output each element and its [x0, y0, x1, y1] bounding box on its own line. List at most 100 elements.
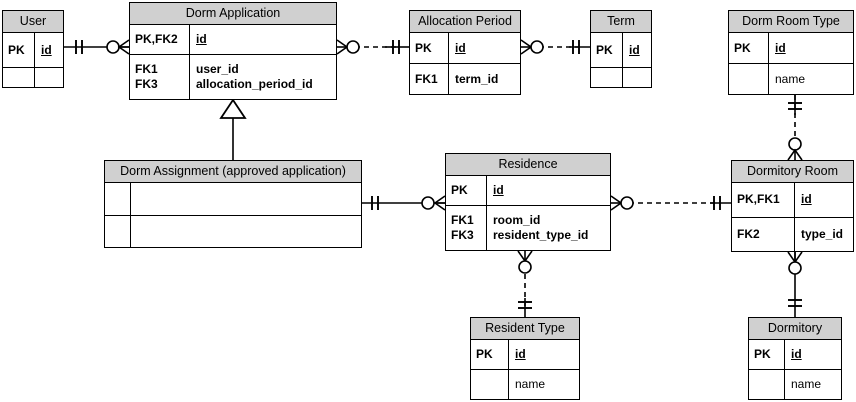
connector-inheritance-dorm-assignment [219, 98, 247, 160]
attribute-label: name [775, 71, 806, 86]
entity-title-residence: Residence [446, 154, 610, 176]
attribute-label: id [196, 32, 207, 47]
key-cell: FK2 [732, 217, 795, 251]
attribute-cell: id [769, 33, 853, 63]
connector-residence-dormitory-room [610, 195, 731, 211]
entity-dorm-assignment[interactable]: Dorm Assignment (approved application) [104, 160, 362, 248]
key-label: PK [754, 347, 771, 362]
key-label: PK [8, 42, 25, 57]
key-cell: PK [729, 33, 769, 63]
attribute-label: id [775, 40, 786, 55]
attribute-cell: id [35, 33, 63, 67]
connector-allocation-period-term [520, 39, 590, 55]
connector-dorm-room-type-dormitory-room [787, 95, 803, 161]
attribute-label: name [791, 377, 822, 392]
attribute-cell: id [623, 33, 651, 67]
attribute-cell: id [190, 25, 336, 54]
key-cell: PK [446, 176, 487, 206]
attribute-label: allocation_period_id [196, 77, 313, 92]
entity-row: PK id [3, 33, 63, 67]
entity-row: PK id [410, 33, 520, 63]
key-label: FK1 [135, 62, 158, 77]
key-cell [749, 370, 785, 399]
key-label: PK [415, 40, 432, 55]
entity-row: PK,FK1 id [732, 183, 853, 217]
entity-row: PK id [749, 340, 841, 369]
entity-row: name [749, 369, 841, 399]
key-cell [471, 370, 509, 399]
entity-row: PK,FK2 id [130, 25, 336, 55]
entity-title-dorm-room-type: Dorm Room Type [729, 11, 853, 33]
entity-title-user: User [3, 11, 63, 33]
key-cell: PK,FK2 [130, 25, 190, 55]
key-label: PK [476, 347, 493, 362]
attribute-cell: id [795, 183, 853, 217]
entity-title-resident-type: Resident Type [471, 318, 579, 340]
attribute-label: resident_type_id [493, 228, 589, 243]
connector-dormitory-room-dormitory [787, 251, 803, 317]
key-label: FK1 [415, 71, 438, 86]
attribute-cell: name [785, 370, 841, 399]
entity-title-dorm-assignment: Dorm Assignment (approved application) [105, 161, 361, 183]
attribute-cell [35, 68, 63, 87]
attribute-label: name [515, 377, 546, 392]
entity-row [105, 214, 361, 248]
attribute-cell: id [449, 33, 520, 63]
entity-title-allocation-period: Allocation Period [410, 11, 520, 33]
connector-residence-resident-type [517, 250, 533, 317]
key-label: PK,FK1 [737, 192, 780, 207]
attribute-label: id [629, 42, 640, 57]
key-label: PK [596, 42, 613, 57]
key-label: PK,FK2 [135, 32, 178, 47]
key-cell: PK [471, 340, 509, 369]
attribute-label: user_id [196, 62, 239, 77]
attribute-cell [131, 183, 361, 215]
entity-row: PK id [471, 340, 579, 369]
attribute-label: id [791, 347, 802, 362]
key-label: FK3 [135, 77, 158, 92]
attribute-cell: term_id [449, 64, 520, 94]
entity-title-dorm-application: Dorm Application [130, 3, 336, 25]
key-label: PK [451, 183, 468, 198]
attribute-cell: id [509, 340, 579, 369]
key-cell: PK [749, 340, 785, 369]
attribute-label: term_id [455, 71, 499, 86]
key-cell: PK [591, 33, 623, 67]
key-label: FK1 [451, 213, 474, 228]
attribute-label: id [801, 192, 812, 207]
attribute-label: id [455, 40, 466, 55]
attribute-cell [131, 216, 361, 248]
key-cell: PK,FK1 [732, 183, 795, 217]
entity-title-dormitory-room: Dormitory Room [732, 161, 853, 183]
attribute-label: id [493, 183, 504, 198]
connector-user-dorm-application [64, 39, 130, 55]
entity-row: FK1 term_id [410, 63, 520, 94]
entity-title-term: Term [591, 11, 651, 33]
entity-row [3, 66, 63, 87]
key-cell [729, 64, 769, 94]
attribute-cell [623, 68, 651, 87]
attribute-cell: name [509, 370, 579, 399]
key-cell: FK1 [410, 64, 449, 94]
attribute-cell: name [769, 64, 853, 94]
key-cell: PK [3, 33, 35, 67]
entity-row: PK id [729, 33, 853, 63]
entity-title-dormitory: Dormitory [749, 318, 841, 340]
attribute-cell: id [785, 340, 841, 369]
entity-row [105, 183, 361, 215]
attribute-label: room_id [493, 213, 541, 228]
